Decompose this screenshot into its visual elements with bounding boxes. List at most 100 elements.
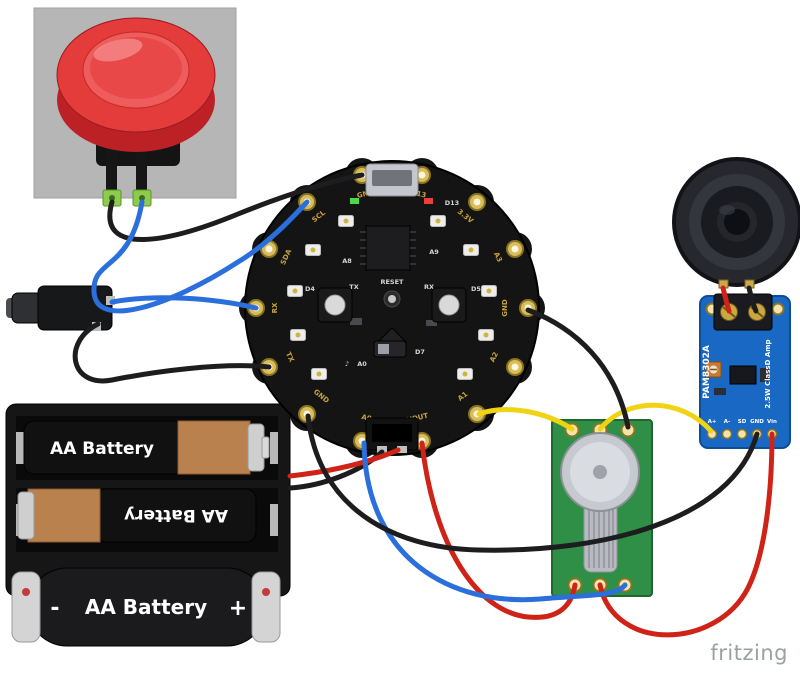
- loose-battery-minus: -: [50, 596, 59, 621]
- amp-mounting-hole: [771, 302, 785, 316]
- button-d5: [431, 287, 467, 323]
- amp-pin-label: A+: [708, 419, 717, 425]
- amp-subtitle: 2.5W ClassD Amp: [764, 339, 772, 408]
- silk-d7: D7: [415, 348, 425, 356]
- pot-body: [560, 432, 640, 512]
- wires: [72, 172, 775, 638]
- pot-knurl-texture: [588, 505, 614, 568]
- micro-usb-connector: [365, 163, 419, 197]
- silk-d4: D4: [305, 285, 315, 293]
- audio-jack: [6, 285, 115, 331]
- loose-battery-plus: +: [229, 596, 247, 621]
- arcade-button-prong-right: [136, 148, 147, 194]
- pad-label: D13: [410, 188, 427, 199]
- wire-battery-red-to-jst: [287, 447, 401, 479]
- silk-tx: TX: [349, 283, 358, 291]
- battery-contact: [270, 432, 278, 464]
- wire-jack-to-rx: [109, 295, 259, 311]
- wire-pot-to-amp-vin: [597, 431, 775, 638]
- battery-holder: AA Battery AA Battery: [5, 403, 291, 597]
- neopixel: [287, 285, 303, 297]
- mcu-chip: [360, 225, 416, 271]
- speaker-highlight: [719, 205, 735, 215]
- amp-board: PAM8302A 2.5W ClassD Amp A+ A- SD GND Vi…: [699, 293, 791, 449]
- speaker: [672, 157, 800, 289]
- amp-pin-label: GND: [750, 419, 764, 425]
- aa-battery-loose: AA Battery - +: [11, 567, 281, 647]
- amp-capacitor: [760, 368, 770, 382]
- neopixels: [287, 215, 497, 380]
- neopixel: [463, 244, 479, 256]
- pad-label: A0: [361, 413, 373, 423]
- d13-led: [424, 198, 433, 204]
- wire-speaker-red: [720, 285, 732, 314]
- speaker-note-icon: ♪: [345, 360, 349, 368]
- amp-screw-terminal: [713, 293, 773, 331]
- loose-battery-dot-right: [262, 588, 270, 596]
- amp-title: PAM8302A: [702, 345, 712, 399]
- neopixel: [481, 285, 497, 297]
- silk-reset: RESET: [380, 278, 404, 286]
- arcade-button-terminal-left: [102, 189, 122, 207]
- wire-gnd-to-pot: [525, 307, 631, 430]
- neopixel: [338, 215, 354, 227]
- loose-battery-cap-right: [251, 571, 281, 643]
- neopixel: [430, 215, 446, 227]
- loose-battery-label: AA Battery: [85, 595, 207, 619]
- silk-a8: A8: [342, 257, 352, 265]
- passive-component: [426, 320, 437, 326]
- battery-contact: [270, 504, 278, 536]
- passive-component: [350, 318, 362, 325]
- amp-gain-pot: [705, 361, 722, 378]
- arcade-button-prong-left: [106, 148, 117, 194]
- aa-battery-middle: AA Battery: [17, 488, 257, 543]
- battery-top-label: AA Battery: [50, 439, 154, 459]
- pad-label: RX: [271, 302, 279, 313]
- power-led: [350, 198, 359, 204]
- button-d4: [317, 287, 353, 323]
- circuit-playground-board: GND SCL SDA RX TX GND A0 VOUT A1 A2 GND …: [239, 158, 545, 458]
- wire-pot-to-amp-aplus: [597, 402, 714, 434]
- silk-a0: A0: [357, 360, 367, 368]
- loose-battery-dot-left: [22, 588, 30, 596]
- wire-speaker-black: [746, 285, 759, 314]
- amp-pin-label: Vin: [767, 419, 777, 425]
- loose-battery-cap-left: [11, 571, 41, 643]
- amp-pin-label: SD: [738, 419, 747, 425]
- silk-d13: D13: [445, 199, 459, 207]
- reset-button: [383, 290, 401, 308]
- pad-label: A3: [492, 251, 504, 264]
- battery-contact: [16, 432, 24, 464]
- amp-chip: [729, 365, 757, 385]
- pot-shaft: [583, 499, 618, 573]
- arcade-button: [33, 7, 237, 207]
- wire-button-to-gnd: [107, 172, 365, 242]
- wire-jack-to-tx: [72, 321, 272, 384]
- speaker-dust-cap: [724, 209, 750, 235]
- pad-label: A2: [488, 351, 500, 364]
- aa-battery-top: AA Battery: [23, 420, 270, 475]
- silk-rx: RX: [424, 283, 434, 291]
- wire-gnd-to-amp: [305, 413, 760, 553]
- arcade-button-highlight: [93, 38, 143, 62]
- neopixel: [290, 329, 306, 341]
- amp-pin-label: A-: [724, 419, 731, 425]
- battery-middle-label: AA Battery: [124, 505, 228, 525]
- pad-label: TX: [284, 351, 296, 364]
- potentiometer-board: [551, 419, 653, 597]
- amp-capacitor: [714, 388, 726, 395]
- pad-label: GND: [501, 299, 509, 317]
- silk-d5: D5: [471, 285, 481, 293]
- pad-label: GND: [356, 188, 375, 200]
- wire-vout-to-pot: [419, 440, 578, 620]
- slide-switch: [373, 340, 407, 358]
- wire-a0-to-pot: [361, 440, 628, 603]
- wire-button-to-scl: [91, 199, 310, 314]
- neopixel: [478, 329, 494, 341]
- jst-battery-connector: [365, 417, 419, 453]
- silk-a9: A9: [429, 248, 439, 256]
- neopixel: [311, 368, 327, 380]
- fritzing-watermark: fritzing: [710, 641, 788, 665]
- neopixel: [305, 244, 321, 256]
